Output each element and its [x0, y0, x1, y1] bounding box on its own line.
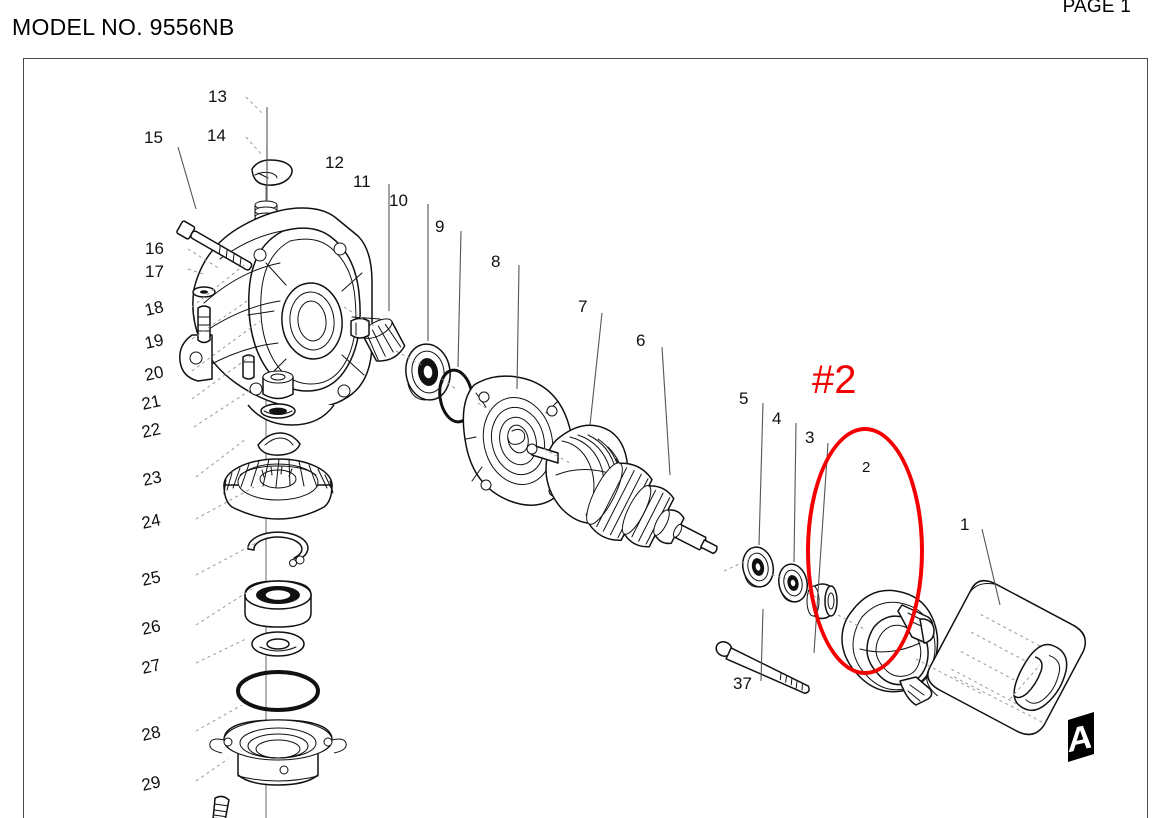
- callout-9: 9: [435, 217, 445, 236]
- callout-8: 8: [491, 252, 501, 271]
- callout-24: 24: [139, 510, 163, 533]
- section-marker-letter: A: [1068, 717, 1093, 760]
- callout-37: 37: [733, 674, 752, 693]
- callout-11: 11: [353, 172, 371, 191]
- callout-17: 17: [145, 262, 164, 281]
- callout-28: 28: [139, 722, 163, 745]
- diagram-frame: .ln { fill:none; stroke:#111; stroke-wid…: [23, 58, 1148, 818]
- annotation-label-2: #2: [812, 358, 857, 402]
- callout-14: 14: [207, 126, 226, 145]
- callout-22: 22: [139, 419, 163, 442]
- callout-27: 27: [139, 655, 163, 678]
- callout-23: 23: [140, 467, 164, 490]
- section-marker-a: A: [1068, 712, 1094, 762]
- callout-13: 13: [208, 87, 227, 106]
- callout-12: 12: [325, 153, 344, 172]
- callout-26: 26: [139, 616, 163, 639]
- page-number-label: PAGE 1: [1062, 0, 1131, 17]
- callout-4: 4: [772, 409, 782, 428]
- callout-16: 16: [145, 239, 164, 258]
- callout-10: 10: [389, 191, 408, 210]
- callout-19: 19: [142, 330, 166, 353]
- callout-20: 20: [142, 362, 166, 385]
- callout-7: 7: [578, 297, 588, 316]
- callout-21: 21: [139, 391, 163, 414]
- callout-6: 6: [636, 331, 646, 350]
- page-title: MODEL NO. 9556NB: [12, 14, 235, 40]
- exploded-view-drawing: .ln { fill:none; stroke:#111; stroke-wid…: [176, 96, 1087, 818]
- callout-2: 2: [862, 459, 871, 476]
- callout-5: 5: [739, 389, 749, 408]
- callout-3: 3: [805, 428, 815, 447]
- callout-25: 25: [139, 567, 163, 590]
- callout-18: 18: [142, 297, 166, 320]
- callout-29: 29: [139, 772, 163, 795]
- callout-15: 15: [144, 128, 163, 147]
- callout-1: 1: [960, 515, 970, 534]
